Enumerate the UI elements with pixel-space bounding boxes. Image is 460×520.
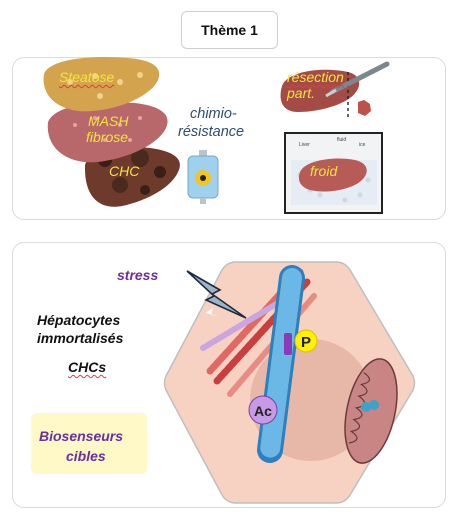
microtubule-filament <box>257 265 305 463</box>
scalpel-icon <box>325 61 390 98</box>
label-biosenseurs: Biosenseurs <box>39 428 124 444</box>
liver-chc-illustration <box>84 146 180 207</box>
cold-storage-inset: Liver fluid ice <box>284 132 383 214</box>
kinase-marker <box>284 333 292 355</box>
label-chcs: CHCs <box>68 359 107 375</box>
label-chc: CHC <box>109 163 140 179</box>
inset-ice-label: ice <box>359 142 366 148</box>
label-steatose: Steatose <box>59 69 115 85</box>
inset-liver-label: Liver <box>299 142 310 148</box>
liver-steatose-illustration <box>43 56 160 112</box>
phospho-p-label: P <box>301 334 311 351</box>
acetyl-ac-badge <box>248 395 278 425</box>
label-mash: MASH <box>88 114 128 129</box>
theme-title: Thème 1 <box>181 11 278 49</box>
mitochondrion-illustration <box>344 358 398 464</box>
label-hepatocytes: Hépatocytes <box>37 312 121 328</box>
iv-bag-icon <box>187 150 219 204</box>
label-stress: stress <box>117 267 159 283</box>
liver-mash-illustration <box>47 102 168 163</box>
label-cibles: cibles <box>66 448 106 464</box>
inset-fluid-label: fluid <box>337 137 346 143</box>
label-fibrose: fibrose <box>86 129 129 145</box>
biosensors-box <box>31 413 147 474</box>
label-resection: résection <box>287 69 344 85</box>
label-part: part. <box>287 85 316 101</box>
stress-lightning-icon <box>186 270 247 319</box>
phospho-p-badge <box>294 329 318 353</box>
label-resistance: résistance <box>178 124 245 140</box>
label-immortalises: immortalisés <box>37 330 124 346</box>
acetyl-ac-label: Ac <box>254 403 272 419</box>
liver-resection-illustration <box>280 69 371 118</box>
label-mash-line1: MASH <box>88 113 129 129</box>
label-chimio: chimio- <box>190 106 237 122</box>
label-froid: froid <box>310 163 338 179</box>
